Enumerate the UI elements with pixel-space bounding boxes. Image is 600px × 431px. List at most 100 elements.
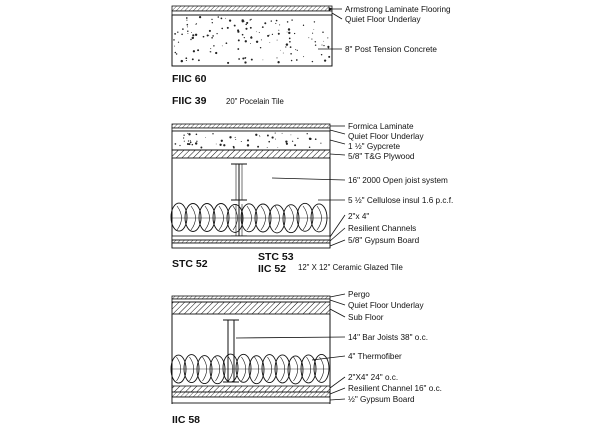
aggregate-dot bbox=[238, 58, 240, 60]
insulation-fold bbox=[260, 205, 266, 231]
aggregate-dot bbox=[328, 47, 329, 49]
insulation-batt bbox=[235, 353, 252, 383]
s3-label-joists: 14" Bar Joists 38" o.c. bbox=[348, 333, 428, 342]
s3-label-2x4: 2"X4" 24" o.c. bbox=[348, 373, 398, 382]
aggregate-dot bbox=[187, 33, 189, 35]
aggregate-dot bbox=[271, 33, 274, 36]
aggregate-dot bbox=[192, 34, 195, 37]
aggregate-dot bbox=[208, 34, 210, 36]
s2-open-joist bbox=[231, 163, 247, 237]
aggregate-dot bbox=[314, 138, 317, 141]
aggregate-dot bbox=[312, 32, 314, 34]
aggregate-dot bbox=[209, 51, 211, 53]
aggregate-dot bbox=[226, 26, 229, 29]
insulation-fold bbox=[306, 356, 312, 382]
aggregate-dot bbox=[259, 136, 261, 138]
insulation-batt bbox=[274, 354, 291, 384]
aggregate-dot bbox=[261, 26, 264, 28]
s3-label-pergo: Pergo bbox=[348, 290, 370, 299]
aggregate-dot bbox=[276, 57, 278, 59]
aggregate-dot bbox=[276, 39, 278, 41]
aggregate-dot bbox=[182, 28, 184, 30]
aggregate-dot bbox=[270, 20, 273, 22]
insulation-fold bbox=[189, 356, 195, 382]
s2-leader-underlay bbox=[329, 129, 346, 135]
aggregate-dot bbox=[311, 60, 314, 63]
insulation-fold bbox=[228, 356, 234, 382]
s2-gypcrete-aggregate bbox=[174, 132, 322, 149]
insulation-fold bbox=[288, 205, 294, 231]
s1-label-flooring: Armstrong Laminate Flooring bbox=[345, 5, 451, 14]
aggregate-dot bbox=[246, 21, 249, 24]
aggregate-dot bbox=[297, 137, 299, 140]
aggregate-dot bbox=[189, 141, 192, 144]
aggregate-dot bbox=[228, 19, 232, 22]
s1-tile-note: 20" Pocelain Tile bbox=[226, 97, 284, 106]
insulation-batt bbox=[226, 203, 244, 233]
s1-concrete-aggregate bbox=[173, 15, 331, 64]
aggregate-dot bbox=[225, 42, 228, 45]
aggregate-dot bbox=[210, 48, 212, 50]
aggregate-dot bbox=[205, 137, 206, 138]
aggregate-dot bbox=[268, 34, 270, 36]
aggregate-dot bbox=[250, 18, 252, 20]
aggregate-dot bbox=[227, 61, 230, 64]
s3-leader-underlay bbox=[329, 299, 346, 306]
insulation-batt bbox=[261, 354, 278, 384]
aggregate-dot bbox=[174, 143, 177, 145]
s3-leader-thermo bbox=[311, 355, 346, 361]
aggregate-dot bbox=[187, 140, 190, 142]
aggregate-dot bbox=[302, 24, 305, 27]
aggregate-dot bbox=[221, 27, 224, 30]
section-3-bar-joist-assembly: Pergo Quiet Floor Underlay Sub Floor 14"… bbox=[170, 290, 442, 426]
aggregate-dot bbox=[200, 146, 203, 149]
s1-leader-underlay bbox=[331, 12, 343, 20]
s3-pergo-layer bbox=[171, 295, 331, 300]
aggregate-dot bbox=[173, 39, 175, 41]
aggregate-dot bbox=[219, 143, 222, 146]
s2-rating-stc-53: STC 53 bbox=[258, 251, 294, 263]
aggregate-dot bbox=[246, 144, 250, 147]
s2-label-plywood: 5/8" T&G Plywood bbox=[348, 152, 415, 161]
aggregate-dot bbox=[267, 34, 270, 37]
insulation-fold bbox=[176, 356, 182, 382]
aggregate-dot bbox=[220, 139, 223, 142]
s2-leader-2x4 bbox=[329, 214, 346, 238]
aggregate-dot bbox=[328, 55, 331, 58]
aggregate-dot bbox=[233, 24, 236, 27]
aggregate-dot bbox=[320, 142, 322, 144]
s3-label-gypsum: ½" Gypsum Board bbox=[348, 395, 415, 404]
aggregate-dot bbox=[187, 132, 189, 134]
s2-label-channels: Resilient Channels bbox=[348, 224, 416, 233]
aggregate-dot bbox=[241, 33, 244, 36]
aggregate-dot bbox=[174, 51, 177, 54]
insulation-fold bbox=[293, 356, 299, 382]
aggregate-dot bbox=[233, 146, 235, 149]
aggregate-dot bbox=[259, 135, 261, 137]
aggregate-dot bbox=[314, 41, 317, 43]
aggregate-dot bbox=[195, 142, 198, 145]
s1-flooring-layer bbox=[171, 5, 333, 12]
aggregate-dot bbox=[198, 15, 202, 19]
aggregate-dot bbox=[174, 45, 176, 47]
aggregate-dot bbox=[208, 29, 211, 32]
s2-label-underlay: Quiet Floor Underlay bbox=[348, 132, 424, 141]
insulation-batt bbox=[170, 354, 187, 384]
aggregate-dot bbox=[211, 22, 213, 24]
aggregate-dot bbox=[278, 29, 280, 31]
aggregate-dot bbox=[217, 16, 220, 18]
s3-2x4-member bbox=[171, 385, 331, 393]
aggregate-dot bbox=[186, 26, 188, 28]
aggregate-dot bbox=[285, 140, 288, 143]
aggregate-dot bbox=[260, 39, 262, 41]
s3-underlay-layer bbox=[171, 298, 331, 303]
insulation-batt bbox=[268, 204, 286, 234]
aggregate-dot bbox=[295, 49, 297, 51]
aggregate-dot bbox=[185, 59, 187, 62]
aggregate-dot bbox=[286, 31, 288, 33]
aggregate-dot bbox=[185, 57, 188, 60]
aggregate-dot bbox=[250, 36, 253, 39]
aggregate-dot bbox=[249, 26, 252, 29]
aggregate-dot bbox=[181, 33, 183, 36]
